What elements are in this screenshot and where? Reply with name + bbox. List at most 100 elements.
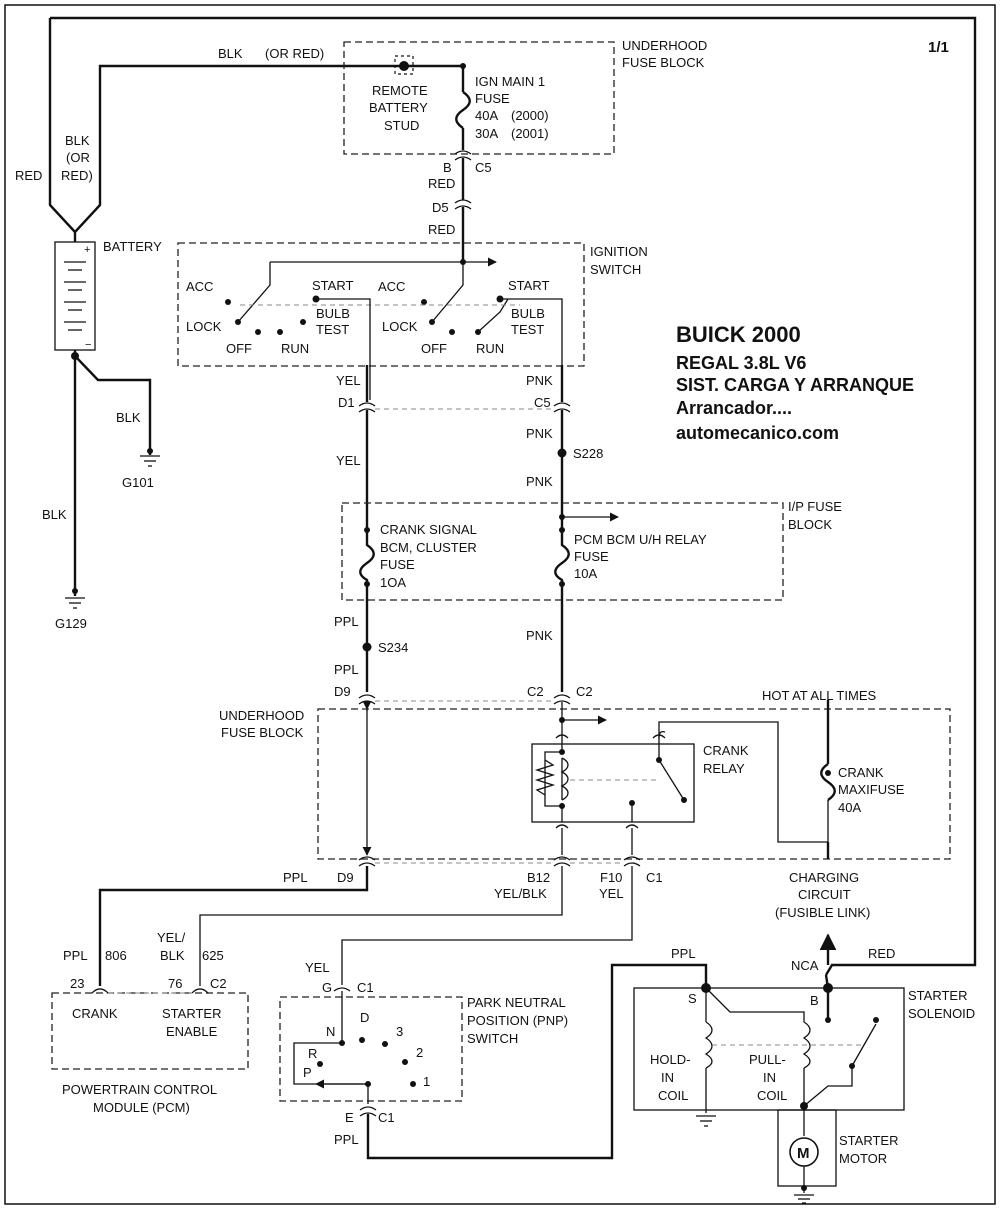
connector-label: C2 <box>576 684 593 699</box>
underhood-fuse-block-top <box>343 41 615 155</box>
wire-color-label: YEL <box>336 373 361 388</box>
wire-color-label: BLK <box>42 507 67 522</box>
wire-color-label: PNK <box>526 474 553 489</box>
page-number: 1/1 <box>928 39 949 56</box>
gear-position: R <box>308 1046 317 1061</box>
component-label: SOLENOID <box>908 1006 975 1021</box>
title-component: Arrancador.... <box>676 398 792 418</box>
component-label: CRANK <box>703 743 749 758</box>
underhood-fuse-block-main <box>317 700 951 860</box>
connector-c5-mid <box>553 402 571 413</box>
wire-color-label: YEL <box>599 886 624 901</box>
gear-position: 2 <box>416 1045 423 1060</box>
coil-label: COIL <box>658 1088 688 1103</box>
ground-holdin-icon <box>696 1115 716 1127</box>
connector-d5 <box>454 199 472 210</box>
gear-position: N <box>326 1024 335 1039</box>
battery-symbol: + − <box>54 241 96 351</box>
component-label: FUSE BLOCK <box>622 55 705 70</box>
wire-color-label: BLK <box>65 133 90 148</box>
component-label: STARTER <box>839 1133 898 1148</box>
gear-position: 1 <box>423 1074 430 1089</box>
coil-label: IN <box>763 1070 776 1085</box>
gear-position: 3 <box>396 1024 403 1039</box>
connector-f10 <box>623 856 641 867</box>
fuse-label: FUSE <box>574 549 609 564</box>
splice-s228 <box>557 448 567 458</box>
component-label: POWERTRAIN CONTROL <box>62 1082 217 1097</box>
page-border <box>4 4 996 1205</box>
pin-label: 23 <box>70 976 84 991</box>
component-label: REMOTE <box>372 83 428 98</box>
switch-position: START <box>508 278 549 293</box>
fuse-label: (2000) <box>511 108 549 123</box>
wire-color-label: PPL <box>334 1132 359 1147</box>
connector-label: C1 <box>357 980 374 995</box>
component-label: RELAY <box>703 761 745 776</box>
circuit-number: 806 <box>105 948 127 963</box>
title-source: automecanico.com <box>676 423 839 443</box>
component-label: MODULE (PCM) <box>93 1100 190 1115</box>
wire-color-label: PNK <box>526 426 553 441</box>
wire-color-label: PPL <box>671 946 696 961</box>
fuse-label: 30A <box>475 126 498 141</box>
pin-label: 76 <box>168 976 182 991</box>
switch-position: TEST <box>316 322 349 337</box>
battery-circuit: + − <box>48 16 977 976</box>
connector-label: B <box>443 160 452 175</box>
component-label: BATTERY <box>369 100 428 115</box>
switch-position: LOCK <box>186 319 222 334</box>
wire-color-label: YEL <box>336 453 361 468</box>
component-label: MOTOR <box>839 1151 887 1166</box>
wire-color-label: PPL <box>283 870 308 885</box>
connector-label: G <box>322 980 332 995</box>
fuse-label: CRANK SIGNAL <box>380 522 477 537</box>
connector-label: C2 <box>527 684 544 699</box>
motor-symbol-letter: M <box>797 1145 810 1162</box>
component-label: SWITCH <box>590 262 641 277</box>
connector-label: C1 <box>378 1110 395 1125</box>
ip-fuse-block <box>341 502 784 601</box>
component-label: UNDERHOOD <box>219 708 304 723</box>
wire-color-label: (OR RED) <box>265 46 324 61</box>
fuse-label: IGN MAIN 1 <box>475 74 545 89</box>
hot-at-all-times: HOT AT ALL TIMES <box>762 688 876 703</box>
pcm-pin-name: STARTER <box>162 1006 221 1021</box>
ground-label: G101 <box>122 475 154 490</box>
wire-color-label: YEL/BLK <box>494 886 547 901</box>
wire-color-label: NCA <box>791 958 819 973</box>
fuse-label: FUSE <box>380 557 415 572</box>
connector-label: D1 <box>338 395 355 410</box>
wire-color-label: PNK <box>526 628 553 643</box>
switch-position: ACC <box>378 279 405 294</box>
splice-label: S228 <box>573 446 603 461</box>
wire-color-label: BLK <box>116 410 141 425</box>
switch-position: BULB <box>316 306 350 321</box>
powertrain-control-module <box>51 988 249 1070</box>
coil-label: HOLD- <box>650 1052 690 1067</box>
connector-c5-b <box>454 150 472 161</box>
wire-color-label: RED <box>868 946 895 961</box>
ignition-switch <box>177 242 585 400</box>
component-label: FUSE BLOCK <box>221 725 304 740</box>
component-label: BLOCK <box>788 517 832 532</box>
coil-label: COIL <box>757 1088 787 1103</box>
switch-position: RUN <box>476 341 504 356</box>
component-label: SWITCH <box>467 1031 518 1046</box>
wire-color-label: RED <box>428 222 455 237</box>
pcm-pin-name: ENABLE <box>166 1024 218 1039</box>
fuse-label: FUSE <box>475 91 510 106</box>
switch-position: RUN <box>281 341 309 356</box>
wire-color-label: YEL/ <box>157 930 186 945</box>
connector-d9-top <box>358 694 376 705</box>
connector-label: C1 <box>646 870 663 885</box>
switch-position: TEST <box>511 322 544 337</box>
wire-color-label: RED) <box>61 168 93 183</box>
coil-label: IN <box>661 1070 674 1085</box>
connector-label: E <box>345 1110 354 1125</box>
switch-position: BULB <box>511 306 545 321</box>
fuse-label: 10A <box>574 566 597 581</box>
connector-label: D9 <box>334 684 351 699</box>
title-system: SIST. CARGA Y ARRANQUE <box>676 375 914 395</box>
connector-label: D9 <box>337 870 354 885</box>
